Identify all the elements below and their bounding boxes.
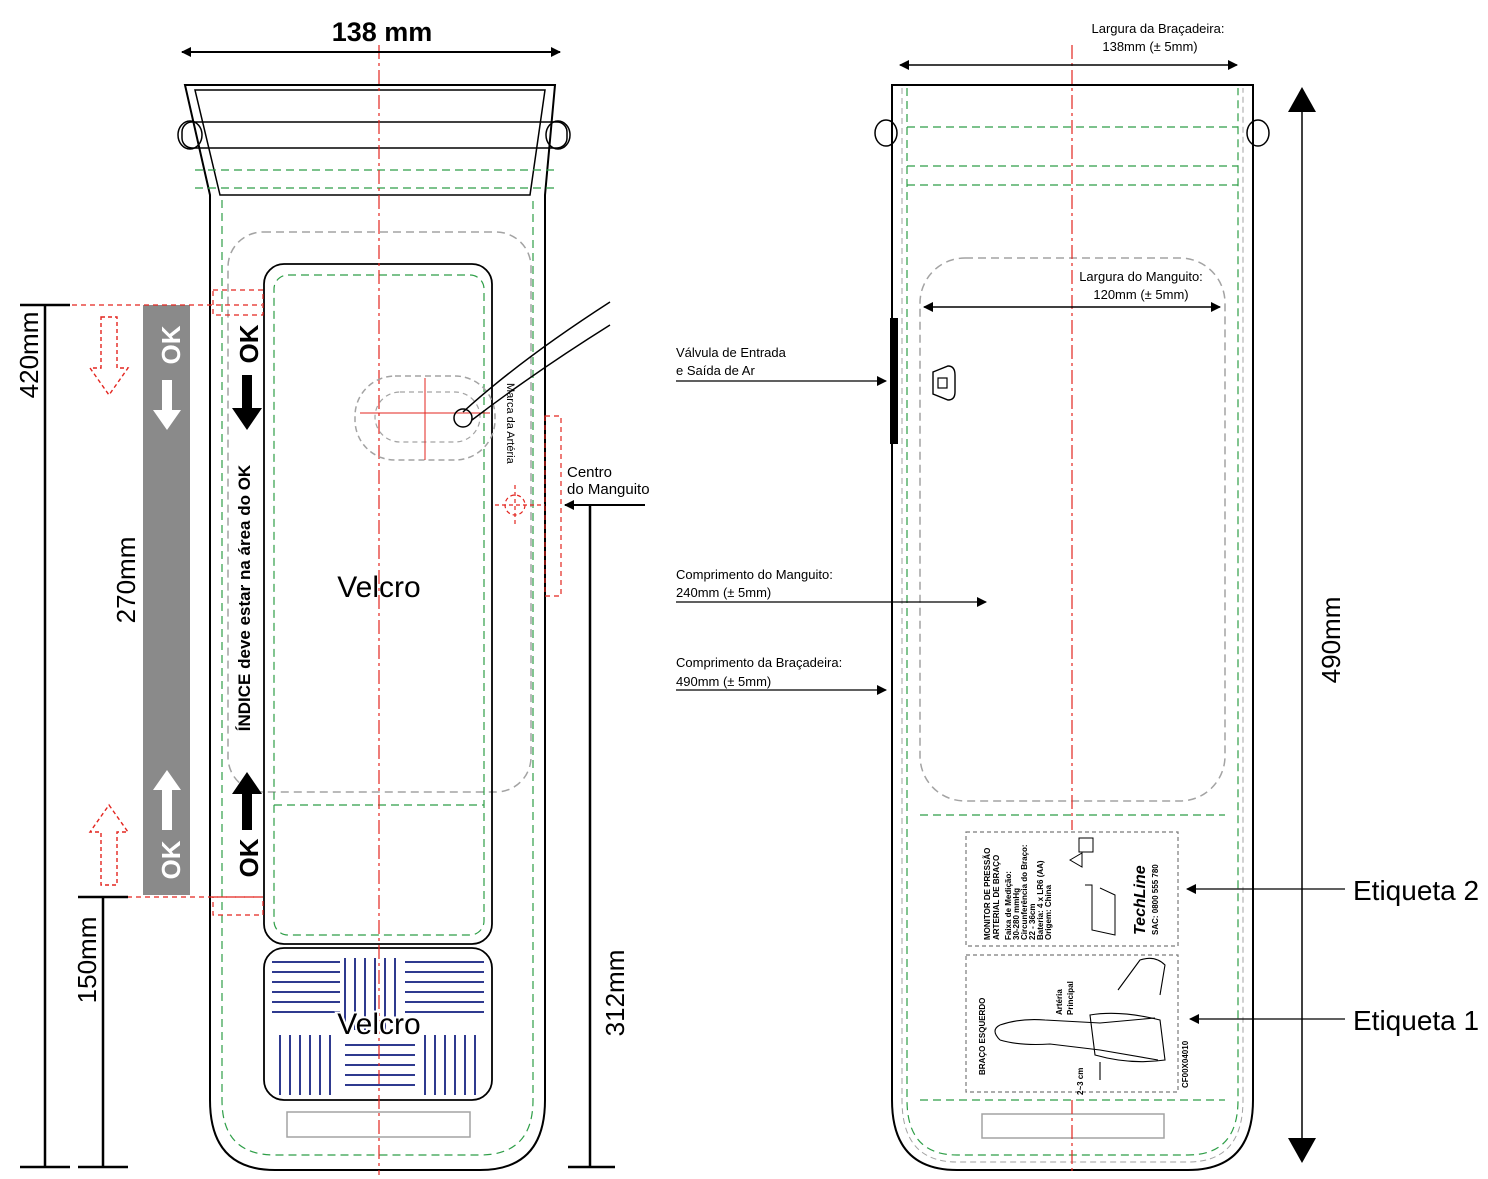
left-velcro-area — [263, 263, 493, 945]
svg-text:BRAÇO ESQUERDO: BRAÇO ESQUERDO — [978, 998, 987, 1075]
manguito-width-line1: Largura do Manguito: — [1079, 269, 1203, 284]
manguito-length-line1: Comprimento do Manguito: — [676, 567, 833, 582]
etiqueta-1-label: Etiqueta 1 — [1353, 1005, 1479, 1036]
bracadeira-width-line2: 138mm (± 5mm) — [1102, 39, 1197, 54]
bracadeira-width-line1: Largura da Braçadeira: — [1092, 21, 1225, 36]
left-center-target — [495, 485, 545, 525]
manguito-length-line2: 240mm (± 5mm) — [676, 585, 771, 600]
left-cuff-outline — [183, 84, 557, 1171]
svg-text:Origem: China: Origem: China — [1044, 884, 1053, 940]
dim-138-label: 138 mm — [332, 17, 433, 47]
white-arrow-up — [153, 770, 181, 830]
dim-270-label: 270mm — [111, 537, 141, 624]
valve-bar — [890, 318, 898, 444]
svg-text:22 - 36cm: 22 - 36cm — [1028, 904, 1037, 940]
left-buckle-bar — [181, 121, 568, 149]
dim-312-label: 312mm — [600, 950, 630, 1037]
left-cuff-buckle — [194, 89, 546, 196]
dim-490-label: 490mm — [1316, 597, 1346, 684]
valve-label-line2: e Saída de Ar — [676, 363, 755, 378]
left-ok-zone-top — [212, 289, 264, 316]
svg-text:ARTERIAL DE BRAÇO: ARTERIAL DE BRAÇO — [992, 855, 1001, 940]
right-cuff-outline — [891, 84, 1254, 1171]
center-label-line2: do Manguito — [567, 481, 650, 498]
left-bottom-slot — [286, 1111, 471, 1138]
left-cuff: OK OK OK OK ÍNDICE deve estar na área do… — [14, 17, 650, 1175]
svg-text:30-280 mmHg: 30-280 mmHg — [1012, 888, 1021, 940]
left-bladder-outline — [227, 231, 532, 793]
left-buckle-ring-left — [177, 120, 203, 150]
black-arrow-up — [232, 772, 262, 830]
left-buckle-ring-right — [545, 120, 571, 150]
valve-label-line1: Válvula de Entrada — [676, 345, 787, 360]
etiqueta-2-box: MONITOR DE PRESSÃO ARTERIAL DE BRAÇO Fai… — [965, 831, 1179, 947]
techline-brand: TechLine — [1132, 865, 1149, 935]
dim-490-arrow-top — [1288, 87, 1316, 112]
svg-text:CF00X04010: CF00X04010 — [1181, 1040, 1190, 1088]
bracadeira-length-line2: 490mm (± 5mm) — [676, 674, 771, 689]
ok-label-gray-bottom: OK — [156, 840, 186, 879]
velcro-label-top: Velcro — [337, 571, 420, 604]
left-hook-velcro-patch — [263, 947, 493, 1101]
ok-label-black-bottom: OK — [234, 838, 264, 877]
right-ring-left — [874, 119, 898, 147]
black-arrow-down — [232, 375, 262, 430]
right-bottom-slot — [981, 1113, 1165, 1139]
ok-label-black-top: OK — [234, 324, 264, 363]
arm-illustration — [994, 957, 1166, 1080]
svg-text:Bateria: 4 x LR6 (AA): Bateria: 4 x LR6 (AA) — [1036, 860, 1045, 940]
left-artery-valve — [354, 301, 611, 461]
red-hollow-arrow-down — [88, 316, 130, 397]
svg-text:Faixa de Medição:: Faixa de Medição: — [1004, 871, 1013, 940]
svg-text:Principal: Principal — [1066, 981, 1075, 1015]
svg-text:MONITOR DE PRESSÃO: MONITOR DE PRESSÃO — [983, 848, 992, 940]
white-arrow-down — [153, 380, 181, 430]
artery-mark-label: Marca da Artéria — [504, 383, 516, 465]
right-cuff: Largura da Braçadeira: 138mm (± 5mm) Lar… — [676, 21, 1479, 1175]
left-center-zone — [544, 415, 562, 597]
etiqueta-2-label: Etiqueta 2 — [1353, 875, 1479, 906]
left-ok-zone-bottom — [212, 896, 264, 916]
ok-label-gray-top: OK — [156, 325, 186, 364]
svg-text:Artéria: Artéria — [1055, 989, 1064, 1015]
index-instruction: ÍNDICE deve estar na área do OK — [235, 464, 254, 731]
dim-490-arrow-bottom — [1288, 1138, 1316, 1163]
dim-420-label: 420mm — [14, 312, 44, 399]
valve-icon — [932, 365, 956, 401]
etiqueta-1-box: BRAÇO ESQUERDO Artéria Principal 2~3 cm … — [965, 954, 1190, 1095]
velcro-label-bottom: Velcro — [337, 1008, 420, 1041]
svg-text:2~3 cm: 2~3 cm — [1076, 1068, 1085, 1095]
center-label-line1: Centro — [567, 464, 612, 481]
svg-text:Circunferência do Braço:: Circunferência do Braço: — [1020, 844, 1029, 940]
dim-150-label: 150mm — [72, 917, 102, 1004]
svg-text:SAC: 0800 555 780: SAC: 0800 555 780 — [1151, 864, 1160, 935]
bracadeira-length-line1: Comprimento da Braçadeira: — [676, 655, 842, 670]
red-hollow-arrow-up — [88, 803, 130, 886]
manguito-width-line2: 120mm (± 5mm) — [1093, 287, 1188, 302]
right-ring-right — [1246, 119, 1270, 147]
